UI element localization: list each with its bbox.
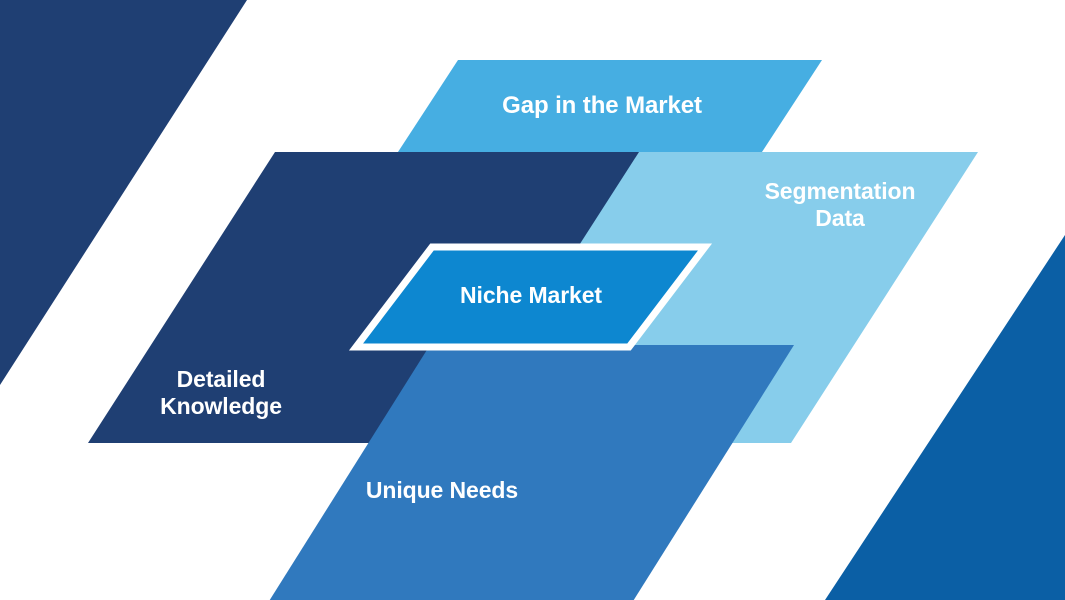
center-niche-market-shape	[348, 243, 713, 351]
top-left-corner-wedge	[0, 0, 247, 385]
segment-unique-needs	[269, 345, 794, 600]
parallelogram-group	[88, 60, 978, 600]
bottom-right-corner-wedge	[825, 235, 1065, 600]
segment-detailed-knowledge	[88, 152, 639, 443]
